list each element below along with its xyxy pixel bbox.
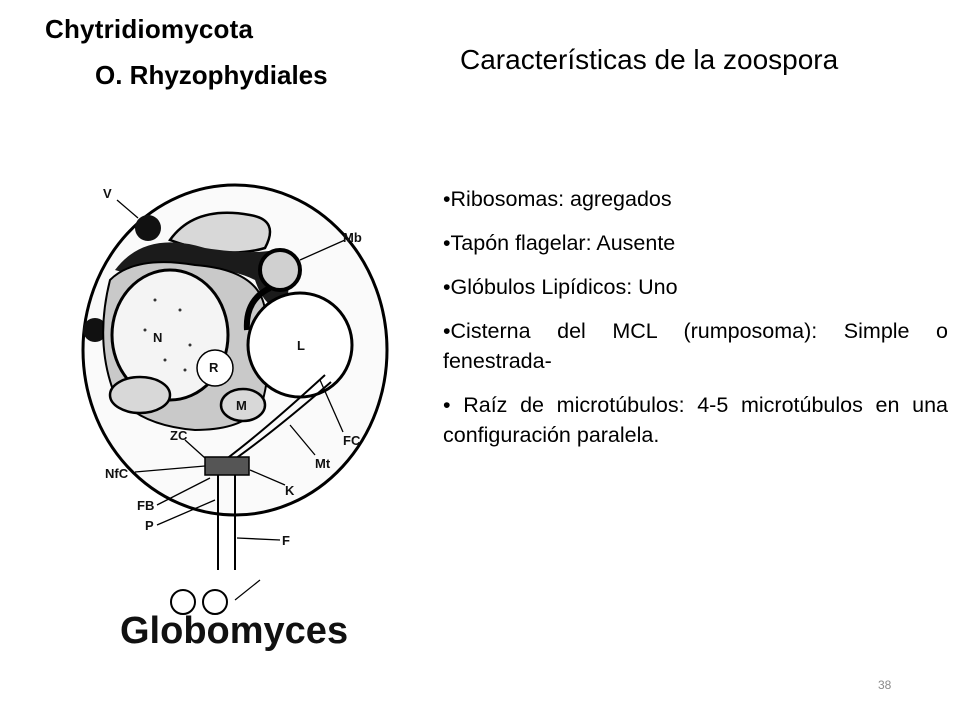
label-NfC: NfC [105,466,129,481]
zoospore-diagram: V Mb N R L M ZC FC NfC Mt K FB P F [75,160,395,660]
mitochondrion-M [219,387,267,423]
nucleus-dots [143,298,192,372]
label-M: M [236,398,247,413]
microbody [115,242,289,310]
slide-subtitle: Características de la zoospora [460,44,839,75]
order-title: O. Rhyzophydiales [95,60,328,90]
label-ZC: ZC [170,428,188,443]
label-Mb: Mb [343,230,362,245]
page-number: 38 [878,678,892,692]
vesicle-top [135,215,161,241]
bullet-flagellar-plug: •Tapón flagelar: Ausente [443,231,676,255]
label-V: V [103,186,112,201]
mitochondrion-lower-left [108,375,172,415]
label-F: F [282,533,290,548]
bullet-microtubule-root: • Raíz de microtúbulos: 4-5 microtúbulos… [443,393,948,447]
mitochondrion-small [258,248,302,292]
vesicle-left [83,318,107,342]
rosette-right [202,589,228,615]
bullet-ribosomes: •Ribosomas: agregados [443,187,672,211]
ribosome-body [196,349,234,387]
label-pointers [116,199,346,541]
zoospore-diagram-svg: V Mb N R L M ZC FC NfC Mt K FB P F [81,183,389,615]
rosette-pointer [234,579,261,601]
rosette-left [170,589,196,615]
label-FB: FB [137,498,154,513]
division-title: Chytridiomycota [45,14,254,44]
label-FC: FC [343,433,361,448]
label-Mt: Mt [315,456,331,471]
bullet-lipid-globules: •Glóbulos Lipídicos: Uno [443,275,678,299]
label-N: N [153,330,162,345]
characteristics-list: •Ribosomas: agregados •Tapón flagelar: A… [443,184,948,464]
bullet-mlc-cisterna: •Cisterna del MCL (rumposoma): Simple o … [443,319,948,373]
kinetosome [204,456,250,476]
label-K: K [285,483,295,498]
figure-caption: Globomyces [120,610,349,652]
label-R: R [209,360,219,375]
rumposome [243,285,272,331]
label-P: P [145,518,154,533]
label-L: L [297,338,305,353]
microtubule-root [224,374,326,461]
